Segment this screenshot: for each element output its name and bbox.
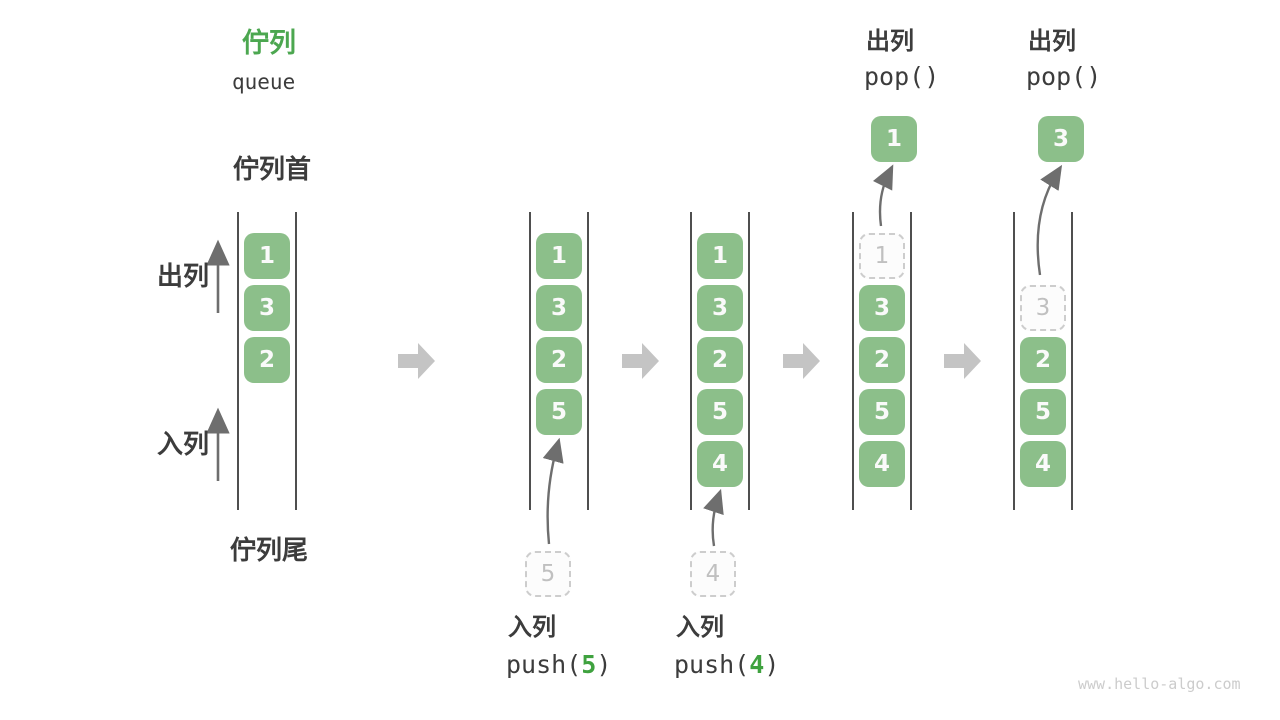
pop-call-label: pop() bbox=[1026, 62, 1102, 91]
queue-column-1: 1 3 2 bbox=[237, 212, 297, 510]
queue-element: 5 bbox=[859, 389, 905, 435]
push-arg-value: 4 bbox=[749, 650, 765, 679]
queue-wall-left-icon bbox=[529, 212, 531, 510]
queue-element: 4 bbox=[859, 441, 905, 487]
queue-element: 2 bbox=[697, 337, 743, 383]
queue-element: 5 bbox=[536, 389, 582, 435]
push-arg-value: 5 bbox=[581, 650, 597, 679]
watermark: www.hello-algo.com bbox=[1078, 675, 1241, 693]
popped-element: 3 bbox=[1038, 116, 1084, 162]
next-state-arrow-icon bbox=[398, 343, 435, 379]
queue-element: 2 bbox=[536, 337, 582, 383]
dequeue-op-label: 出列 bbox=[1028, 28, 1076, 55]
queue-wall-right-icon bbox=[587, 212, 589, 510]
queue-front-label: 佇列首 bbox=[233, 154, 312, 184]
popped-element: 1 bbox=[871, 116, 917, 162]
queue-column-4: 1 3 2 5 4 bbox=[852, 212, 912, 510]
queue-element: 1 bbox=[244, 233, 290, 279]
queue-wall-right-icon bbox=[295, 212, 297, 510]
next-state-arrow-icon bbox=[622, 343, 659, 379]
push-call-label: push(5) bbox=[506, 650, 612, 679]
queue-element-pending: 4 bbox=[690, 551, 736, 597]
queue-wall-left-icon bbox=[852, 212, 854, 510]
queue-element: 2 bbox=[244, 337, 290, 383]
next-state-arrow-icon bbox=[783, 343, 820, 379]
queue-wall-left-icon bbox=[237, 212, 239, 510]
queue-element: 1 bbox=[536, 233, 582, 279]
queue-element: 3 bbox=[244, 285, 290, 331]
queue-element-removed: 3 bbox=[1020, 285, 1066, 331]
next-state-arrow-icon bbox=[944, 343, 981, 379]
queue-wall-right-icon bbox=[748, 212, 750, 510]
queue-element-removed: 1 bbox=[859, 233, 905, 279]
queue-element: 5 bbox=[697, 389, 743, 435]
queue-wall-left-icon bbox=[690, 212, 692, 510]
queue-column-5: 3 2 5 4 bbox=[1013, 212, 1073, 510]
queue-wall-right-icon bbox=[910, 212, 912, 510]
queue-wall-right-icon bbox=[1071, 212, 1073, 510]
queue-element: 4 bbox=[697, 441, 743, 487]
queue-element: 2 bbox=[859, 337, 905, 383]
queue-element-pending: 5 bbox=[525, 551, 571, 597]
queue-element: 2 bbox=[1020, 337, 1066, 383]
dequeue-op-label: 出列 bbox=[866, 28, 914, 55]
enqueue-op-label: 入列 bbox=[508, 614, 556, 641]
enqueue-side-label: 入列 bbox=[157, 429, 210, 459]
queue-rear-label: 佇列尾 bbox=[230, 535, 309, 565]
diagram-title-en: queue bbox=[232, 70, 296, 94]
pop-call-label: pop() bbox=[864, 62, 940, 91]
diagram-title-zh: 佇列 bbox=[242, 28, 296, 58]
queue-wall-left-icon bbox=[1013, 212, 1015, 510]
queue-column-3: 1 3 2 5 4 bbox=[690, 212, 750, 510]
queue-element: 3 bbox=[536, 285, 582, 331]
queue-element: 3 bbox=[697, 285, 743, 331]
queue-element: 4 bbox=[1020, 441, 1066, 487]
enqueue-op-label: 入列 bbox=[676, 614, 724, 641]
push-call-label: push(4) bbox=[674, 650, 780, 679]
queue-element: 3 bbox=[859, 285, 905, 331]
queue-element: 1 bbox=[697, 233, 743, 279]
dequeue-side-label: 出列 bbox=[157, 261, 210, 291]
queue-column-2: 1 3 2 5 bbox=[529, 212, 589, 510]
queue-element: 5 bbox=[1020, 389, 1066, 435]
